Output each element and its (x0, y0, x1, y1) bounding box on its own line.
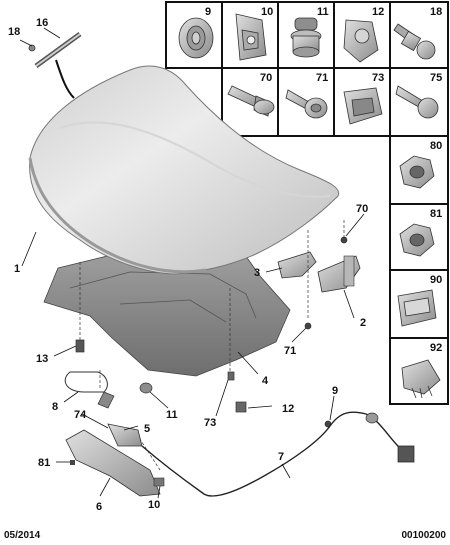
screw-part-71 (285, 89, 328, 119)
bolt-part-70 (227, 85, 275, 117)
callout-9: 9 (332, 385, 338, 397)
callout-2: 2 (360, 317, 366, 329)
fastener-81 (70, 460, 75, 465)
footer-date: 05/2014 (4, 530, 41, 541)
leader-lines (19, 27, 365, 499)
grid-part-drawings (178, 13, 441, 399)
clip-nut-part-10 (235, 13, 267, 61)
ball-stud-part-18 (393, 23, 436, 60)
grommet-part-9 (178, 17, 214, 59)
callout-16: 16 (36, 17, 48, 29)
cell-number-9: 9 (205, 6, 211, 18)
clip-part-12 (343, 19, 379, 63)
cell-number-11: 11 (317, 6, 329, 18)
callout-1: 1 (14, 263, 20, 275)
cell-number-75: 75 (430, 72, 442, 84)
cell-number-81: 81 (430, 208, 442, 220)
cell-number-12: 12 (372, 6, 384, 18)
callout-3: 3 (254, 267, 260, 279)
insulation-ridge (69, 271, 257, 323)
callout-81: 81 (38, 457, 50, 469)
parts-grid (165, 1, 449, 405)
callout-7: 7 (278, 451, 284, 463)
clamp-part-73 (343, 87, 383, 125)
safety-catch-spring (64, 371, 108, 393)
pivot-ball (28, 44, 36, 52)
release-cable-7 (141, 411, 405, 497)
screw-part-75 (395, 85, 439, 119)
hood-hinge-left (277, 251, 317, 279)
clip-part-92 (401, 359, 441, 399)
callout-6: 6 (96, 501, 102, 513)
hood-lock (107, 423, 143, 447)
nut-part-81 (399, 223, 435, 257)
cell-number-18: 18 (430, 6, 442, 18)
latch-bracket-6 (65, 429, 161, 497)
callout-labels: 18 16 1 3 70 2 71 4 13 8 11 73 12 74 5 9… (8, 17, 368, 513)
callout-13: 13 (36, 353, 48, 365)
callout-4: 4 (262, 375, 269, 387)
hood-hinge-right (317, 255, 361, 293)
nut-part-80 (399, 155, 435, 189)
callout-8: 8 (52, 401, 58, 413)
rod-curve (55, 59, 75, 99)
callout-12: 12 (282, 403, 294, 415)
cell-number-70: 70 (260, 72, 272, 84)
callout-5: 5 (144, 423, 150, 435)
buffer-part-11 (290, 17, 322, 58)
lock-bracket (97, 391, 115, 409)
footer-diagram-code: 00100200 (401, 530, 447, 541)
callout-18: 18 (8, 26, 20, 38)
hood-panel (29, 65, 340, 275)
callout-71: 71 (284, 345, 296, 357)
cell-number-92: 92 (430, 342, 442, 354)
cable-grommet-10 (153, 477, 165, 487)
callout-73: 73 (204, 417, 216, 429)
release-cable-assembly (64, 371, 415, 497)
cell-number-73: 73 (372, 72, 384, 84)
clip-part-90 (397, 289, 437, 327)
hood-front-edge (28, 157, 207, 274)
cell-number-80: 80 (430, 140, 442, 152)
callout-70: 70 (356, 203, 368, 215)
hood-crease (59, 121, 331, 198)
grid-cell-numbers: 9 10 11 12 18 70 71 73 75 80 81 90 92 (205, 6, 442, 354)
cell-number-71: 71 (316, 72, 328, 84)
callout-11: 11 (166, 409, 178, 421)
callout-74: 74 (74, 409, 87, 421)
callout-10: 10 (148, 499, 160, 511)
cable-end-clip (397, 445, 415, 463)
cell-number-90: 90 (430, 274, 442, 286)
release-handle (365, 412, 379, 424)
cell-number-10: 10 (261, 6, 273, 18)
